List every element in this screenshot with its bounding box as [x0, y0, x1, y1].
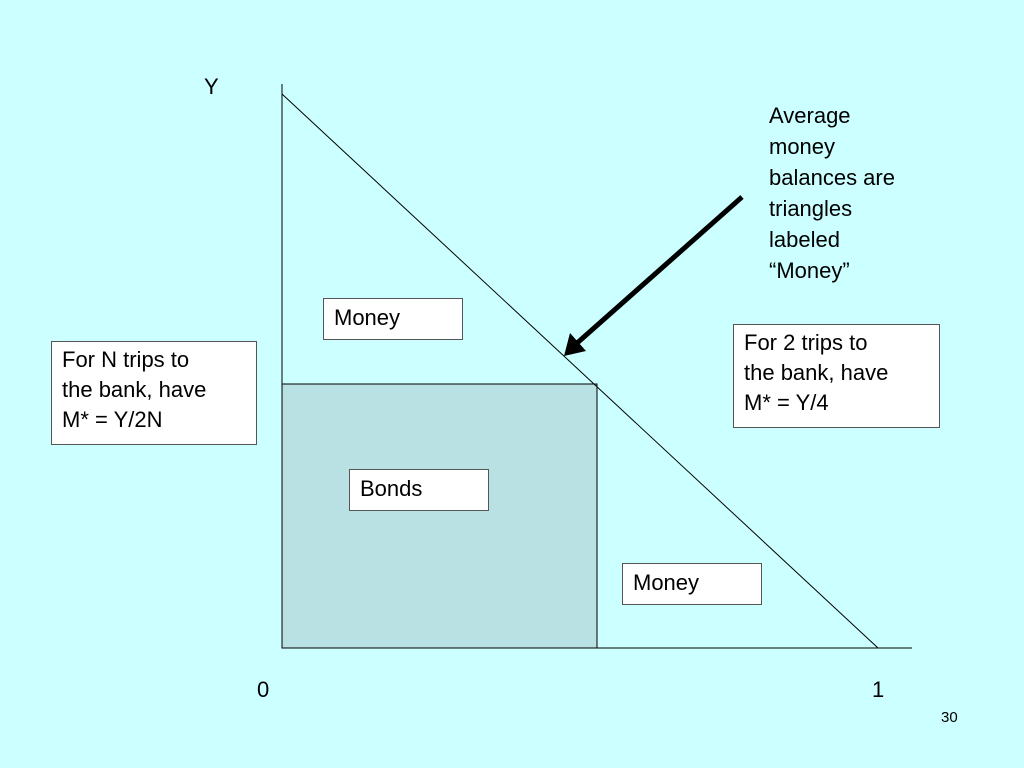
pointer-arrow-head — [564, 333, 586, 356]
origin-label: 0 — [257, 677, 270, 702]
y-axis-label: Y — [204, 74, 219, 99]
bonds-label-box: Bonds — [349, 469, 489, 511]
money-top-label-box: Money — [323, 298, 463, 340]
money-bottom-label-box: Money — [622, 563, 762, 605]
two-trips-note-box: For 2 trips to the bank, have M* = Y/4 — [733, 324, 940, 428]
slide-number: 30 — [941, 709, 958, 726]
average-money-note: Average money balances are triangles lab… — [769, 103, 895, 283]
n-trips-note-box: For N trips to the bank, have M* = Y/2N — [51, 341, 257, 445]
x-end-label: 1 — [872, 677, 885, 702]
bonds-rectangle — [281, 383, 598, 649]
money-balance-line — [281, 93, 879, 649]
pointer-arrow-shaft — [574, 195, 744, 346]
